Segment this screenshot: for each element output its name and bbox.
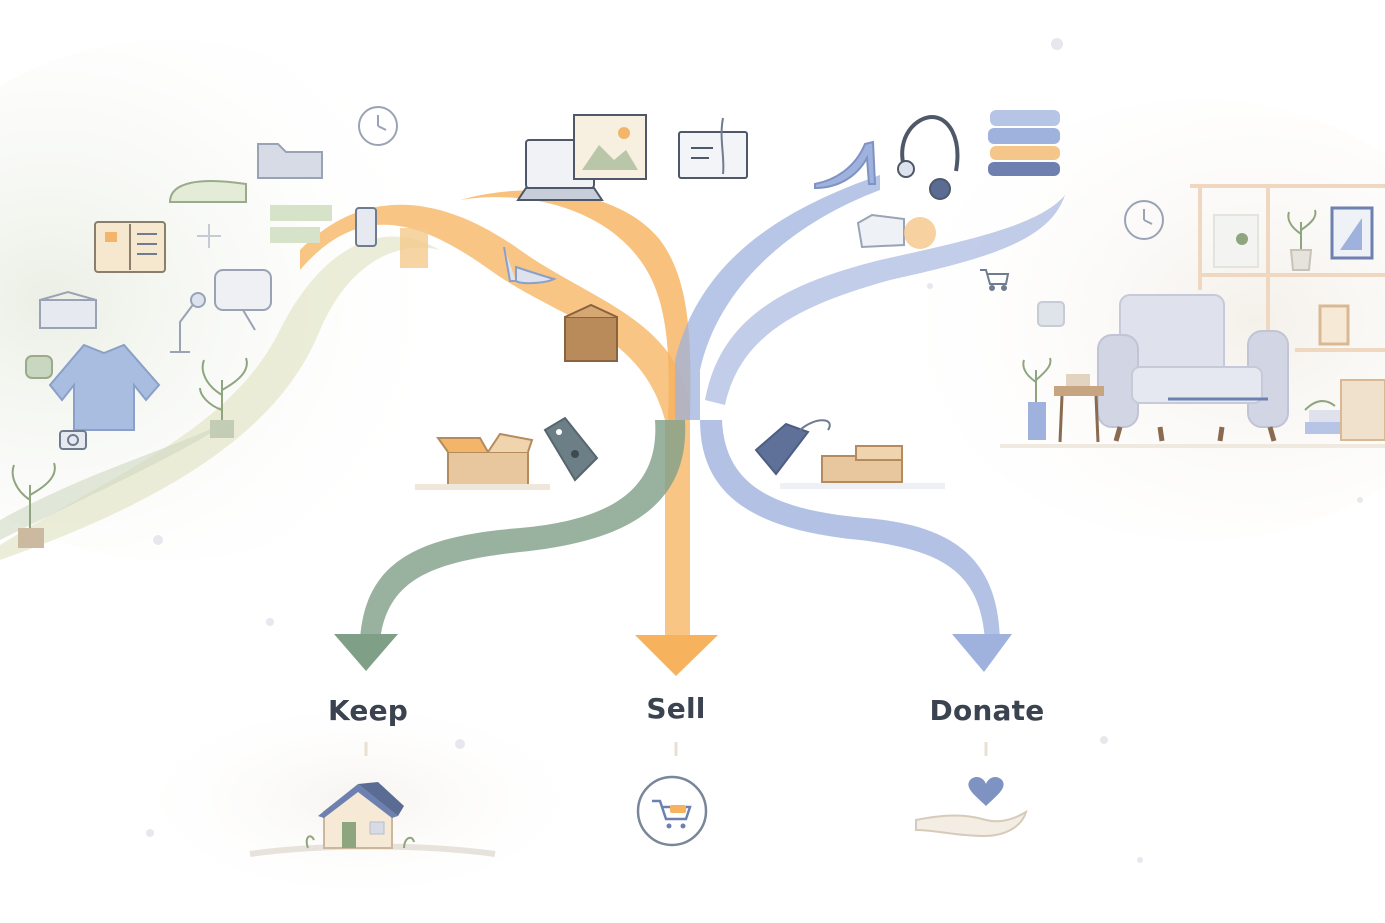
- monitor-icon: [214, 269, 272, 331]
- price-tag-icon-right: [754, 419, 831, 476]
- clutter-stream-left: [0, 236, 440, 560]
- flat-box-icon: [821, 445, 903, 483]
- plus-sparkle-icon: [197, 224, 221, 248]
- small-frame-icon: [1318, 304, 1350, 346]
- open-book-icon: [94, 221, 166, 273]
- storage-box-icon: [39, 290, 97, 329]
- sell-items: [400, 114, 647, 490]
- cardboard-box-icon: [564, 303, 618, 362]
- donate-label: Donate: [929, 694, 1045, 727]
- plant-icon: [199, 357, 248, 438]
- framed-picture-icon: [1330, 206, 1374, 260]
- receipt-document-icon: [678, 117, 748, 179]
- sell-label: Sell: [646, 692, 706, 725]
- camera-icon: [59, 430, 87, 450]
- folded-towel-icon: [856, 213, 936, 249]
- headphones-icon: [897, 114, 960, 200]
- wall-shelf: [1190, 184, 1385, 352]
- small-cart-icon: [980, 269, 1010, 291]
- phone-icon: [355, 207, 377, 247]
- bag-icon: [168, 180, 247, 203]
- high-heel-icon: [503, 246, 557, 285]
- donate-arrow-head: [952, 634, 1012, 672]
- side-table-icon: [1054, 374, 1104, 443]
- heart-hand-icon: [915, 777, 1028, 838]
- plant-pot-icon: [11, 462, 56, 548]
- folded-clothes-stack-icon: [988, 110, 1060, 176]
- left-clutter-items: [11, 106, 398, 548]
- shelf-plant-icon: [1287, 209, 1317, 271]
- decorative-dots: [146, 38, 1363, 863]
- book-stack-icon: [1304, 379, 1385, 441]
- donate-items: [754, 110, 1164, 489]
- document-stack-icon: [270, 205, 332, 243]
- right-clock-icon: [1124, 200, 1164, 240]
- keep-arrow-head: [334, 634, 398, 671]
- living-room-scene: [1000, 184, 1385, 448]
- keep-stream: [334, 420, 686, 671]
- armchair-icon: [1097, 294, 1289, 442]
- label-connectors: [364, 742, 988, 756]
- house-icon: [249, 782, 496, 857]
- picture-frame-icon: [573, 114, 647, 180]
- sell-arrow-head: [635, 635, 718, 676]
- shirt-icon: [48, 343, 161, 431]
- photo-frame-small-icon: [1213, 214, 1259, 268]
- desk-lamp-icon: [170, 292, 206, 353]
- shopping-cart-icon: [636, 775, 708, 847]
- donate-stream: [675, 175, 1065, 672]
- wall-tag-icon: [400, 228, 428, 268]
- open-box-icon: [436, 432, 534, 487]
- clock-icon: [358, 106, 398, 146]
- bottle-icon: [25, 355, 53, 379]
- price-tag-icon-left: [543, 416, 599, 482]
- blue-shoe-icon: [814, 140, 877, 190]
- floor-plant-icon: [1022, 357, 1052, 440]
- keep-label: Keep: [327, 694, 409, 727]
- small-box-icon: [1037, 301, 1065, 327]
- folder-icon: [257, 143, 323, 179]
